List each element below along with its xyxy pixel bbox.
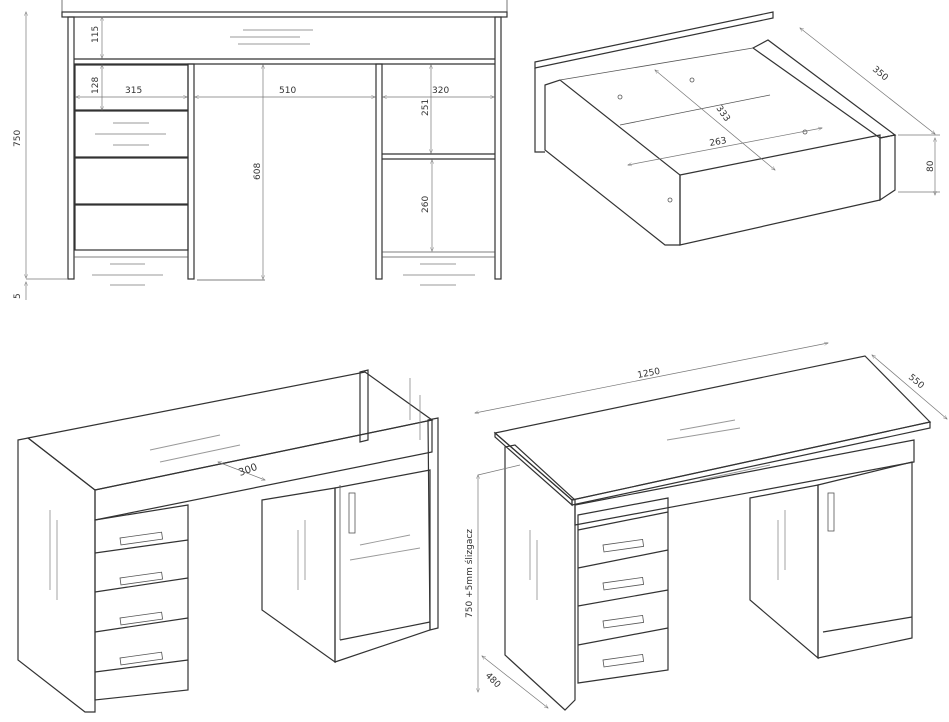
assembly-view: 300 <box>17 369 439 713</box>
dim-glide-height: 5 <box>13 293 23 299</box>
desk-top <box>61 11 508 18</box>
drawer-1 <box>74 64 189 111</box>
dim-drawer-depth: 350 <box>870 65 890 84</box>
dim-knee-space-width: 510 <box>279 86 296 96</box>
dim-drawer-height: 128 <box>91 77 101 94</box>
perspective-view: 1250 550 750 +5mm ślizgacz 480 <box>464 343 947 711</box>
dim-desk-height: 750 +5mm ślizgacz <box>464 529 475 618</box>
dim-knee-space-height: 608 <box>253 163 263 180</box>
dim-desk-width: 1250 <box>637 367 662 381</box>
drawer-view: 333 263 350 80 <box>534 11 940 246</box>
dim-cabinet-width: 320 <box>432 86 449 96</box>
dim-inner-width: 263 <box>709 136 728 149</box>
dim-shelf-upper-height: 251 <box>421 99 431 116</box>
drawer-3 <box>74 157 189 205</box>
dim-top-panel-height: 115 <box>91 26 101 43</box>
dim-base-depth: 480 <box>483 671 502 690</box>
right-side-panel <box>494 16 502 280</box>
drawer-4 <box>74 204 189 251</box>
drawer-2 <box>74 110 189 158</box>
dim-total-height: 750 <box>13 130 23 147</box>
dim-drawer-height-80: 80 <box>926 160 936 172</box>
dim-desk-depth: 550 <box>906 373 926 392</box>
front-view: 750 5 115 128 315 510 320 251 608 260 <box>13 0 508 300</box>
dim-drawer-width: 315 <box>125 86 142 96</box>
left-side-panel <box>67 16 75 280</box>
dim-shelf-lower-height: 260 <box>421 196 431 213</box>
